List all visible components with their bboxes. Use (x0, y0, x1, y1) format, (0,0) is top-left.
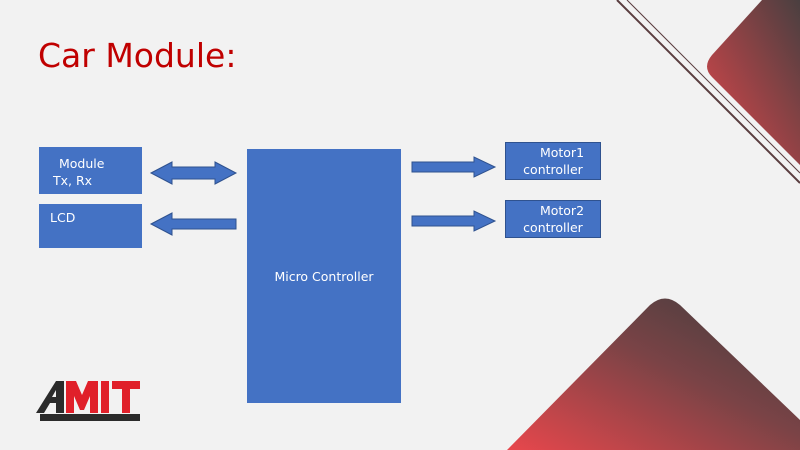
motor1-block-label: Motor1 (539, 145, 585, 160)
lcd-block: LCD (39, 204, 142, 248)
motor2-block-label: Motor2 (539, 203, 585, 218)
arrow-module-mcu (149, 161, 238, 185)
decoration-line (626, 0, 800, 174)
microcontroller-block: Micro Controller (247, 149, 401, 403)
module-block-sublabel: Tx, Rx (53, 173, 93, 188)
motor1-controller-block: Motor1 controller (505, 142, 601, 180)
microcontroller-block-label: Micro Controller (274, 268, 374, 284)
arrow-mcu-motor2 (411, 210, 497, 232)
amit-logo (36, 381, 140, 421)
arrow-mcu-motor1 (411, 156, 497, 178)
motor2-controller-block: Motor2 controller (505, 200, 601, 238)
decoration-shape-top (707, 0, 800, 165)
motor2-block-sublabel: controller (523, 220, 583, 235)
module-block-label: Module (59, 156, 105, 171)
motor1-block-sublabel: controller (523, 162, 583, 177)
lcd-block-label: LCD (50, 210, 76, 225)
decoration-shape-bottom (507, 298, 800, 450)
decoration-line (616, 0, 800, 184)
module-tx-rx-block: Module Tx, Rx (39, 147, 142, 194)
slide-title: Car Module: (38, 36, 237, 75)
arrow-mcu-lcd (149, 212, 237, 236)
